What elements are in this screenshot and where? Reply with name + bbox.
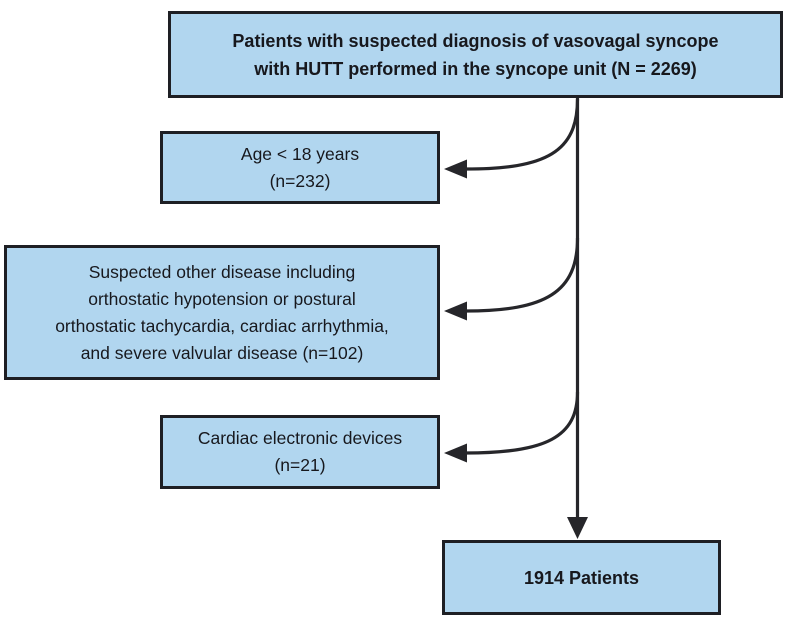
exclusion-curve-2 (465, 237, 580, 313)
result-box-line-1: 1914 Patients (523, 567, 640, 588)
population-box-line-1: Patients with suspected diagnosis of vas… (232, 30, 719, 51)
exclusion-box-cardiac-devices: Cardiac electronic devices (n=21) (160, 415, 440, 489)
exclusion-box-other-disease-line-1: Suspected other disease including (88, 261, 356, 282)
population-box: Patients with suspected diagnosis of vas… (168, 11, 783, 98)
exclusion-box-other-disease-line-2: orthostatic hypotension or postural (88, 288, 356, 309)
exclusion-box-age-line-2: (n=232) (269, 170, 331, 191)
left-arrowhead-icon-3 (444, 443, 467, 463)
exclusion-box-cardiac-devices-line-2: (n=21) (274, 455, 326, 475)
exclusion-box-age-line-1: Age < 18 years (240, 143, 360, 164)
down-arrowhead-icon (567, 517, 588, 539)
exclusion-box-cardiac-devices-line-1: Cardiac electronic devices (197, 428, 403, 448)
exclusion-box-age: Age < 18 years (n=232) (160, 131, 440, 204)
exclusion-box-other-disease-line-3: orthostatic tachycardia, cardiac arrhyth… (55, 315, 389, 336)
population-box-line-2: with HUTT performed in the syncope unit … (254, 58, 697, 79)
left-arrowhead-icon-1 (444, 159, 467, 179)
exclusion-curve-3 (465, 391, 580, 455)
exclusion-curve-1 (465, 98, 580, 171)
result-box: 1914 Patients (442, 540, 721, 615)
exclusion-box-other-disease: Suspected other disease including orthos… (4, 245, 440, 380)
exclusion-box-other-disease-line-4: and severe valvular disease (n=102) (80, 342, 364, 363)
left-arrowhead-icon-2 (444, 301, 467, 321)
